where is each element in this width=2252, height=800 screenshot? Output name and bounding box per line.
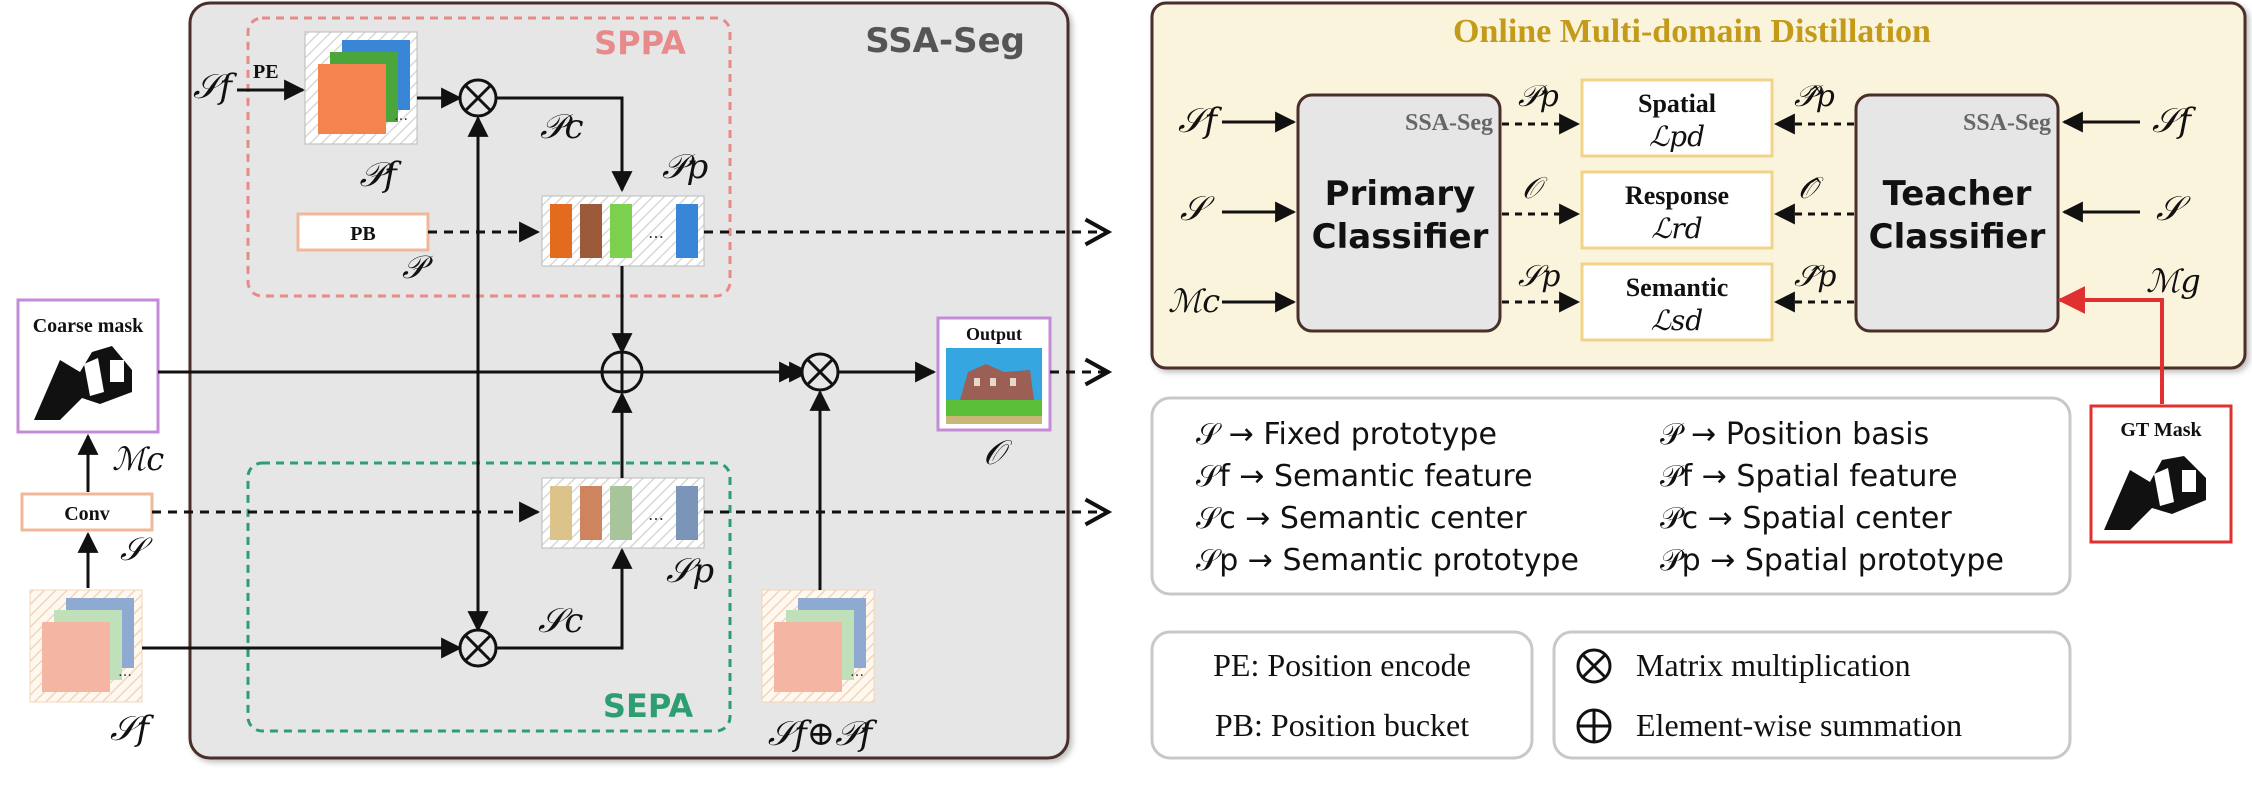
legend-left-3: 𝒮p → Semantic prototype [1196,543,1579,578]
pp-label: 𝒫p [662,147,708,187]
svg-text:…: … [850,664,864,680]
matmul-right [800,352,840,392]
coarse-mask-image [34,346,132,420]
sum-legend-icon [1576,708,1612,744]
gt-mask-image [2104,456,2206,530]
distill-in-right-2: ℳg [2146,262,2201,300]
semantic-prototype-strip: … [541,477,705,549]
sppa-label: SPPA [594,24,686,62]
legend-right-1: 𝒫f → Spatial feature [1660,459,1958,494]
teacher-label-1: Teacher [1883,174,2032,214]
svg-text:Semantic: Semantic [1626,273,1729,302]
teacher-label-2: Classifier [1869,217,2046,257]
svg-text:…: … [394,108,408,124]
legend-right-0: 𝒫 → Position basis [1660,417,1929,452]
legend-left-1: 𝒮f → Semantic feature [1196,459,1533,494]
spatial-feature-stack: … [304,31,418,145]
matmul-top [458,78,498,118]
legend-left: 𝒮 → Fixed prototype 𝒮f → Semantic featur… [1196,417,1579,578]
abbrev-pe: PE: Position encode [1213,647,1471,683]
pb-label: PB [350,223,376,245]
distill-in-left-2: ℳc [1168,282,1220,320]
loss-hat-semantic: 𝒮̂p [1794,259,1836,294]
svg-text:ℒpd: ℒpd [1649,120,1705,153]
sf-plus-pf-stack: … [761,589,875,703]
primary-label-2: Classifier [1312,217,1489,257]
svg-text:…: … [118,664,132,680]
teacher-tag: SSA-Seg [1963,110,2051,136]
sp-label: 𝒮p [666,551,714,591]
coarse-mask-label: Coarse mask [33,315,144,337]
conv-label: Conv [64,503,110,525]
primary-label-1: Primary [1325,174,1476,214]
svg-text:…: … [648,223,664,242]
pc-label: 𝒫c [540,107,584,147]
legend-right: 𝒫 → Position basis 𝒫f → Spatial feature … [1660,417,2004,578]
loss-in-semantic: 𝒮p [1518,259,1560,294]
pe-label: PE [253,61,279,83]
s-label: 𝒮 [120,530,153,568]
abbrev-pb: PB: Position bucket [1215,707,1469,743]
matmul-bottom [458,628,498,668]
loss-response: Response ℒrd [1580,170,1774,250]
sepa-label: SEPA [603,687,693,725]
output-label: Output [966,324,1022,344]
sc-label: 𝒮c [538,601,583,641]
sf-bottom-label: 𝒮f [110,709,154,749]
primary-classifier [1296,93,1502,333]
mc-label: ℳc [112,440,164,478]
sum-operator [600,350,644,394]
primary-tag: SSA-Seg [1405,110,1493,136]
svg-text:ℒsd: ℒsd [1651,304,1703,337]
pb-box [296,212,430,252]
spatial-prototype-strip: … [541,195,705,267]
distill-in-left-0: 𝒮f [1178,101,1222,141]
gt-mask-label: GT Mask [2120,419,2202,441]
output-image [946,348,1042,424]
matmul-legend-icon [1576,648,1612,684]
legend-right-2: 𝒫c → Spatial center [1660,501,1952,536]
abbrev-box [1150,630,1534,760]
sf-plus-pf-label: 𝒮f⊕𝒫f [768,714,878,754]
legend-box [1150,396,2072,596]
loss-spatial: Spatial ℒpd [1580,78,1774,158]
ops-sum: Element-wise summation [1636,707,1962,743]
svg-text:…: … [648,505,664,524]
semantic-feature-stack: … [29,589,143,703]
sppa-region [246,16,732,298]
ssa-seg-title: SSA-Seg [865,21,1025,61]
legend-left-0: 𝒮 → Fixed prototype [1196,417,1497,452]
loss-semantic: Semantic ℒsd [1580,262,1774,342]
loss-in-spatial: 𝒫p [1518,79,1559,114]
distill-in-right-0: 𝒮f [2152,101,2196,141]
pf-label: 𝒫f [359,155,402,195]
sepa-region [246,461,732,733]
legend-right-3: 𝒫p → Spatial prototype [1660,543,2004,578]
svg-text:Spatial: Spatial [1638,89,1716,118]
svg-text:Response: Response [1625,181,1729,210]
distillation-title: Online Multi-domain Distillation [1453,13,1931,50]
loss-hat-spatial: 𝒫̂p [1794,79,1835,114]
sf-input-top: 𝒮f [193,67,237,107]
legend-left-2: 𝒮c → Semantic center [1196,501,1527,536]
ops-box [1552,630,2072,760]
ops-matmul: Matrix multiplication [1636,647,1911,683]
teacher-classifier [1854,93,2060,333]
svg-text:ℒrd: ℒrd [1651,212,1702,245]
